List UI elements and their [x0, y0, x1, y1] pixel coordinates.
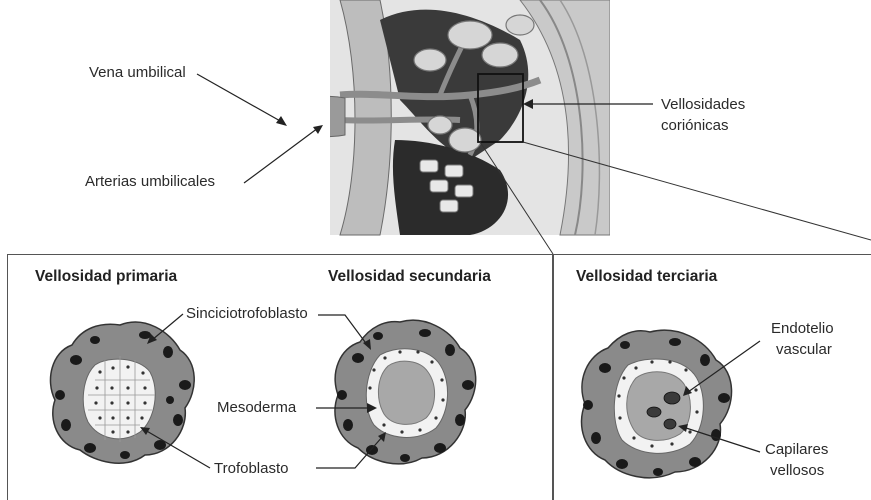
tertiary-villus — [582, 330, 732, 478]
title-vellosidad-primaria: Vellosidad primaria — [35, 268, 177, 286]
label-trofoblasto: Trofoblasto — [214, 460, 288, 478]
label-endotelio: Endotelio — [771, 320, 834, 338]
primary-villus — [50, 322, 194, 463]
label-corionicas: coriónicas — [661, 117, 729, 135]
label-arterias-umbilicales: Arterias umbilicales — [85, 173, 215, 191]
label-vellosos: vellosos — [770, 462, 824, 480]
label-mesoderma: Mesoderma — [217, 399, 296, 417]
title-vellosidad-terciaria: Vellosidad terciaria — [576, 268, 717, 286]
secondary-villus — [335, 320, 476, 464]
label-sinciciotrofoblasto: Sinciciotrofoblasto — [186, 305, 308, 323]
title-vellosidad-secundaria: Vellosidad secundaria — [328, 268, 491, 286]
label-vena-umbilical: Vena umbilical — [89, 64, 186, 82]
label-vellosidades: Vellosidades — [661, 96, 745, 114]
label-capilares: Capilares — [765, 441, 828, 459]
label-vascular: vascular — [776, 341, 832, 359]
